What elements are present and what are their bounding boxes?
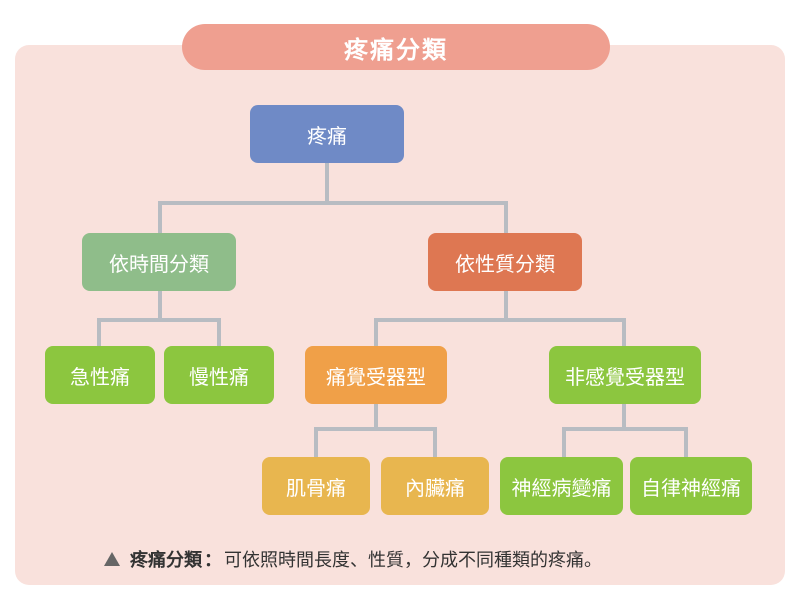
node-by-time: 依時間分類 (82, 233, 236, 291)
node-pain: 疼痛 (250, 105, 404, 163)
caption-text: 可依照時間長度、性質，分成不同種類的疼痛。 (224, 550, 602, 571)
triangle-icon (104, 552, 120, 566)
node-musculoskeletal-pain: 肌骨痛 (262, 457, 370, 515)
connector-root (158, 161, 508, 237)
connector-nature (374, 290, 626, 349)
node-autonomic-pain: 自律神經痛 (630, 457, 752, 515)
node-non-nociceptive: 非感覺受器型 (549, 346, 701, 404)
node-acute-pain: 急性痛 (45, 346, 155, 404)
node-chronic-pain: 慢性痛 (164, 346, 274, 404)
connector-time (97, 290, 221, 349)
connector-nociceptive (314, 401, 437, 460)
connector-non-nociceptive (562, 401, 688, 460)
node-by-nature: 依性質分類 (428, 233, 582, 291)
caption-lead: 疼痛分類 (130, 550, 202, 571)
figure-caption: 疼痛分類 ： 可依照時間長度、性質，分成不同種類的疼痛。 (104, 545, 602, 573)
node-neuropathic-pain: 神經病變痛 (500, 457, 623, 515)
node-visceral-pain: 內臟痛 (381, 457, 489, 515)
diagram-title: 疼痛分類 (182, 24, 610, 70)
caption-colon: ： (204, 550, 222, 571)
node-nociceptive: 痛覺受器型 (305, 346, 447, 404)
